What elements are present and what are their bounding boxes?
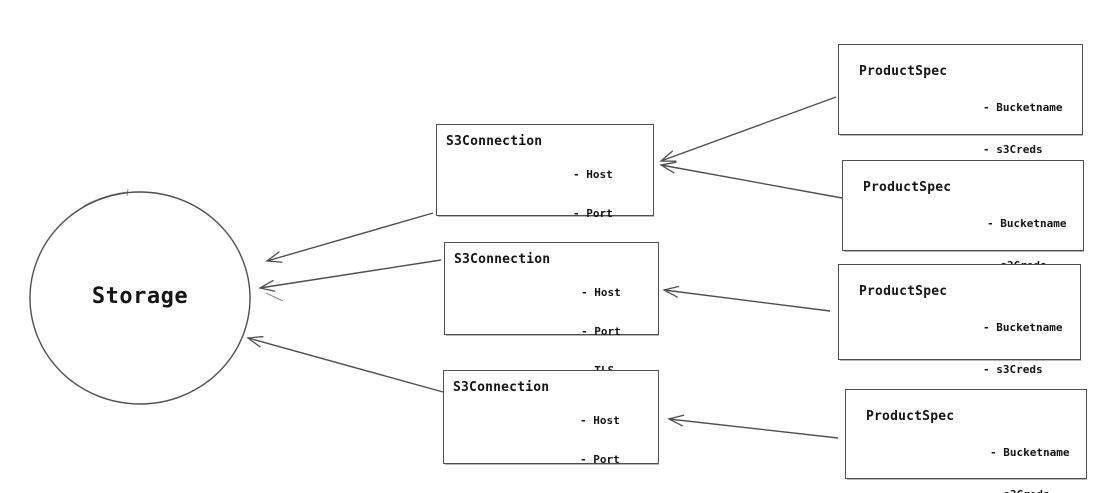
storage-circle-sketch-tick <box>126 188 129 197</box>
node-title: ProductSpec <box>866 409 955 424</box>
node-attribute: - s3Creds <box>983 143 1043 156</box>
node-attributes: - Bucketname - s3Creds <box>990 418 1069 493</box>
edge-s3connection2-storage <box>260 259 442 288</box>
node-title: S3Connection <box>446 134 543 149</box>
node-attribute: - s3Creds <box>990 488 1069 493</box>
edge-productspec2-s3connection1 <box>661 165 843 199</box>
edge-productspec4-s3connection3 <box>669 419 839 439</box>
node-attribute: - Host <box>581 286 621 299</box>
productspec-node-3: ProductSpec - Bucketname - s3Creds <box>838 264 1081 376</box>
edge-productspec3-s3connection2 <box>664 290 831 312</box>
productspec-node-2: ProductSpec - Bucketname - s3Creds <box>842 160 1084 272</box>
node-attribute: - Bucketname <box>987 217 1067 230</box>
node-attribute: - Bucketname <box>983 321 1063 334</box>
productspec-node-1: ProductSpec - Bucketname - s3Creds <box>838 44 1083 156</box>
node-attribute: - s3Creds <box>983 363 1043 376</box>
node-attributes: - Host - Port - TLS <box>580 388 620 493</box>
edge-s3connection3-storage <box>248 338 444 393</box>
node-attribute: - Port <box>573 207 613 220</box>
node-attributes: - Bucketname - s3Creds <box>983 73 1062 185</box>
s3connection-node-3: S3Connection - Host - Port - TLS <box>443 370 659 493</box>
node-title: ProductSpec <box>859 64 948 79</box>
node-attributes: - Bucketname - s3Creds <box>983 293 1062 405</box>
node-title: S3Connection <box>454 252 551 267</box>
edge-productspec1-s3connection1 <box>661 96 837 161</box>
storage-circle <box>29 191 251 405</box>
node-attribute: - Port <box>580 453 620 466</box>
node-attribute: - Bucketname <box>990 446 1070 459</box>
productspec-node-4: ProductSpec - Bucketname - s3Creds <box>845 389 1087 493</box>
node-attribute: - Port <box>581 325 621 338</box>
storage-circle-sketch-stroke <box>83 191 129 207</box>
node-attribute: - Host <box>580 414 620 427</box>
node-title: S3Connection <box>453 380 550 395</box>
node-title: ProductSpec <box>859 284 948 299</box>
node-attribute: - Host <box>573 168 613 181</box>
edge-s3connection1-storage <box>267 212 434 261</box>
node-attribute: - Bucketname <box>983 101 1063 114</box>
storage-node-label: Storage <box>91 284 189 309</box>
s3connection-node-2: S3Connection - Host - Port - TLS <box>444 242 659 377</box>
s3connection-node-1: S3Connection - Host - Port - TLS <box>436 124 654 259</box>
node-title: ProductSpec <box>863 180 952 195</box>
arrowhead-sketch-stroke <box>265 292 284 302</box>
